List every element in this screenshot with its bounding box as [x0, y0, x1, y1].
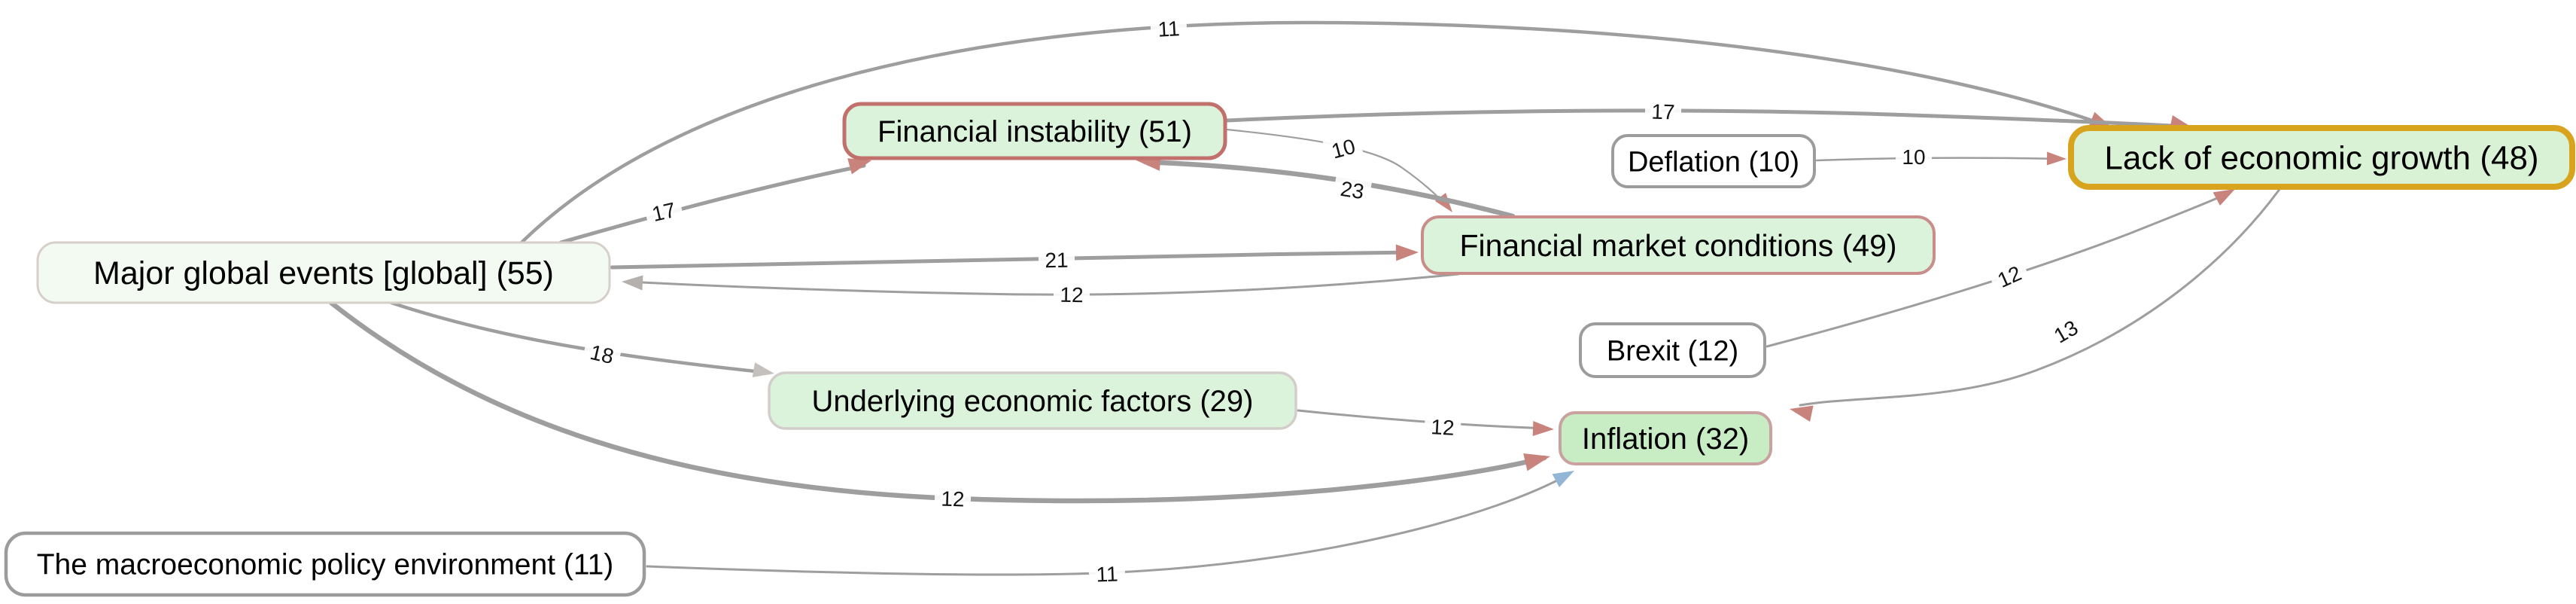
arrowhead-leg-inflation	[1790, 405, 1814, 422]
edge-fi-fmc	[1225, 128, 1450, 209]
edge-label-halo-mge-leg	[1150, 14, 1188, 43]
edge-mge-fi	[558, 163, 866, 245]
arrowhead-fi-fmc	[1434, 192, 1452, 212]
edge-mge-leg	[519, 20, 2109, 245]
edge-label-halo-deflation-leg	[1896, 144, 1932, 169]
edge-mge-uef	[389, 300, 771, 375]
edge-label-halo-fi-fmc	[1322, 131, 1364, 166]
edge-label-halo-mge-uef	[581, 337, 623, 371]
node-fmc[interactable]	[1421, 215, 1936, 275]
edge-deflation-leg	[1815, 157, 2064, 162]
edge-fmc-mge	[626, 273, 1460, 296]
edge-label-halo-uef-inflation	[1424, 413, 1461, 441]
edge-fi-leg	[1224, 108, 2189, 129]
edge-label-halo-mge-fmc	[1038, 246, 1075, 273]
node-fi[interactable]	[842, 102, 1227, 160]
arrowhead-uef-inflation	[1532, 421, 1554, 437]
edge-fmc-fi	[1142, 159, 1516, 219]
edge-label-halo-mpe-inflation	[1088, 560, 1126, 587]
node-uef[interactable]	[768, 371, 1297, 430]
edge-leg-inflation	[1799, 187, 2282, 407]
edge-brexit-leg	[1765, 191, 2232, 348]
nodes-layer: Major global events [global] (55)Financi…	[4, 102, 2575, 597]
arrowhead-brexit-leg	[2213, 189, 2235, 206]
edge-label-halo-fmc-mge	[1053, 281, 1090, 308]
edge-label-halo-fi-leg	[1644, 98, 1682, 125]
arrowhead-deflation-leg	[2046, 151, 2067, 166]
node-deflation[interactable]	[1611, 134, 1816, 188]
edge-uef-inflation	[1297, 409, 1550, 430]
arrowhead-fmc-mge	[622, 275, 643, 291]
edge-label-halo-mge-fi	[643, 195, 685, 228]
node-mge[interactable]	[36, 241, 611, 304]
edge-label-halo-leg-inflation	[2043, 311, 2088, 352]
edge-label-halo-mge-inflation	[934, 485, 972, 512]
edges-layer	[328, 20, 2282, 576]
arrowhead-mge-fi	[847, 158, 871, 175]
arrowhead-mge-inflation	[1523, 453, 1550, 471]
node-mpe[interactable]	[4, 531, 646, 597]
edge-label-halo-brexit-leg	[1988, 257, 2031, 296]
arrowhead-mge-fmc	[1395, 244, 1419, 261]
arrowhead-mpe-inflation	[1552, 471, 1574, 487]
edge-mge-fmc	[610, 250, 1416, 270]
edge-label-halo-fmc-fi	[1332, 174, 1373, 206]
edge-mpe-inflation	[646, 473, 1570, 576]
node-brexit[interactable]	[1579, 322, 1766, 378]
node-leg[interactable]	[2068, 125, 2575, 190]
node-inflation[interactable]	[1559, 411, 1772, 465]
arrowhead-mge-uef	[752, 362, 774, 377]
